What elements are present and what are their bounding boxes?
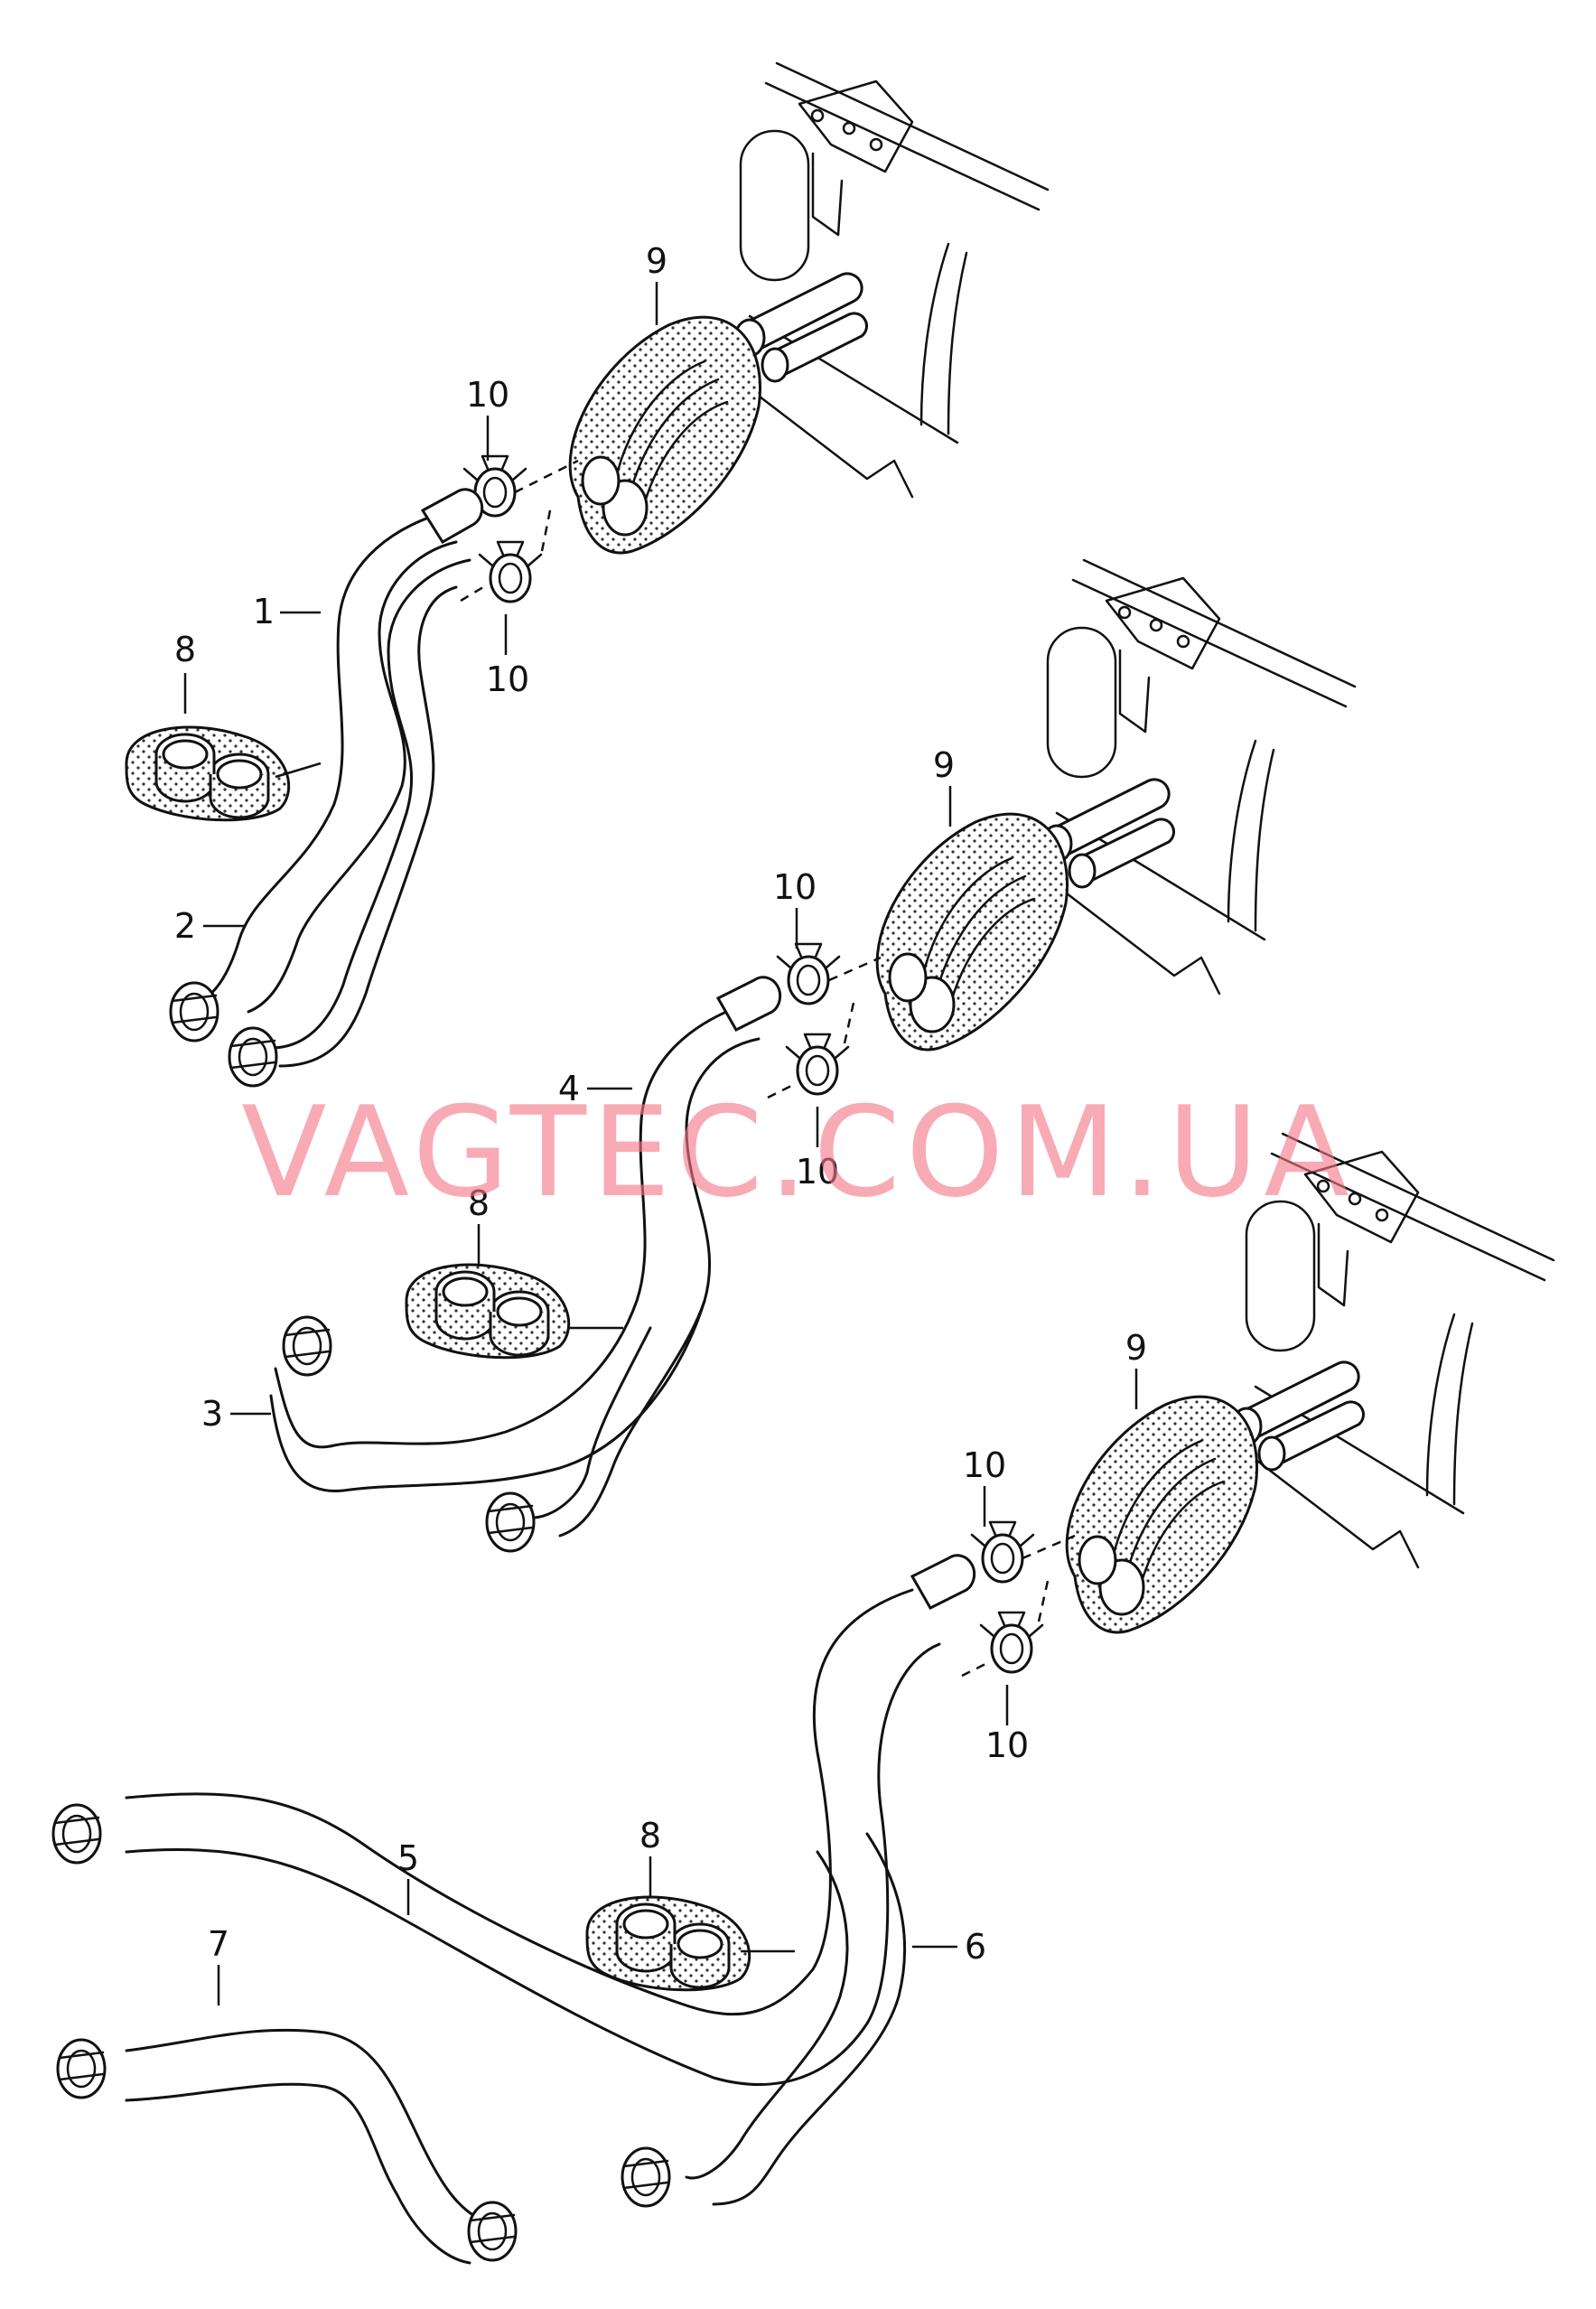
- grommet-9: [875, 812, 1069, 1052]
- group-lower: 9 10 10 5 8 6 7: [51, 1132, 1555, 2265]
- group-upper: 9 10 10 1 8 2: [125, 61, 1050, 1088]
- hose-clamp-10: [776, 942, 841, 1005]
- callout-10: 10: [466, 375, 509, 415]
- callout-8: 8: [639, 1816, 661, 1856]
- hose-5: [125, 1588, 914, 2016]
- hose-7: [125, 2028, 490, 2224]
- callout-3: 3: [201, 1394, 223, 1434]
- callout-10: 10: [486, 659, 529, 699]
- hose-1: [183, 509, 453, 1009]
- hose-6: [712, 1832, 907, 2206]
- grommet-8: [125, 725, 291, 822]
- hose-3: [558, 1299, 706, 1538]
- callout-4: 4: [558, 1069, 580, 1108]
- hose-connector: [56, 2038, 107, 2099]
- callout-9: 9: [646, 241, 667, 281]
- grommet-9: [1065, 1395, 1259, 1634]
- callout-9: 9: [933, 745, 955, 785]
- grommet-8: [405, 1263, 571, 1360]
- hose-connector: [51, 1803, 102, 1865]
- hose-connector: [467, 2201, 518, 2262]
- callout-5: 5: [397, 1838, 419, 1878]
- callout-9: 9: [1125, 1328, 1147, 1368]
- hose-2: [269, 558, 471, 1050]
- hose-connector: [485, 1491, 536, 1553]
- hose-connector: [228, 1026, 278, 1088]
- hose-clamp-10: [478, 540, 543, 603]
- group-middle: 9 10 10 4 8 3: [201, 558, 1357, 1553]
- callout-7: 7: [208, 1924, 229, 1964]
- hose-connector: [169, 981, 219, 1042]
- callout-8: 8: [468, 1183, 490, 1223]
- callout-6: 6: [965, 1927, 986, 1967]
- callout-8: 8: [174, 630, 196, 669]
- hose-4: [274, 1001, 751, 1449]
- callout-1: 1: [253, 592, 275, 631]
- hose-connector: [282, 1315, 332, 1377]
- callout-10: 10: [773, 867, 817, 907]
- callout-10: 10: [796, 1152, 839, 1192]
- callout-2: 2: [174, 906, 196, 946]
- hose-clamp-10: [970, 1520, 1035, 1584]
- callout-10: 10: [985, 1725, 1029, 1765]
- hose-clamp-10: [979, 1611, 1044, 1674]
- callout-10: 10: [963, 1445, 1006, 1485]
- hose-clamp-10: [785, 1033, 850, 1096]
- grommet-9: [568, 315, 762, 555]
- hose-connector: [621, 2146, 671, 2208]
- grommet-8: [585, 1895, 751, 1992]
